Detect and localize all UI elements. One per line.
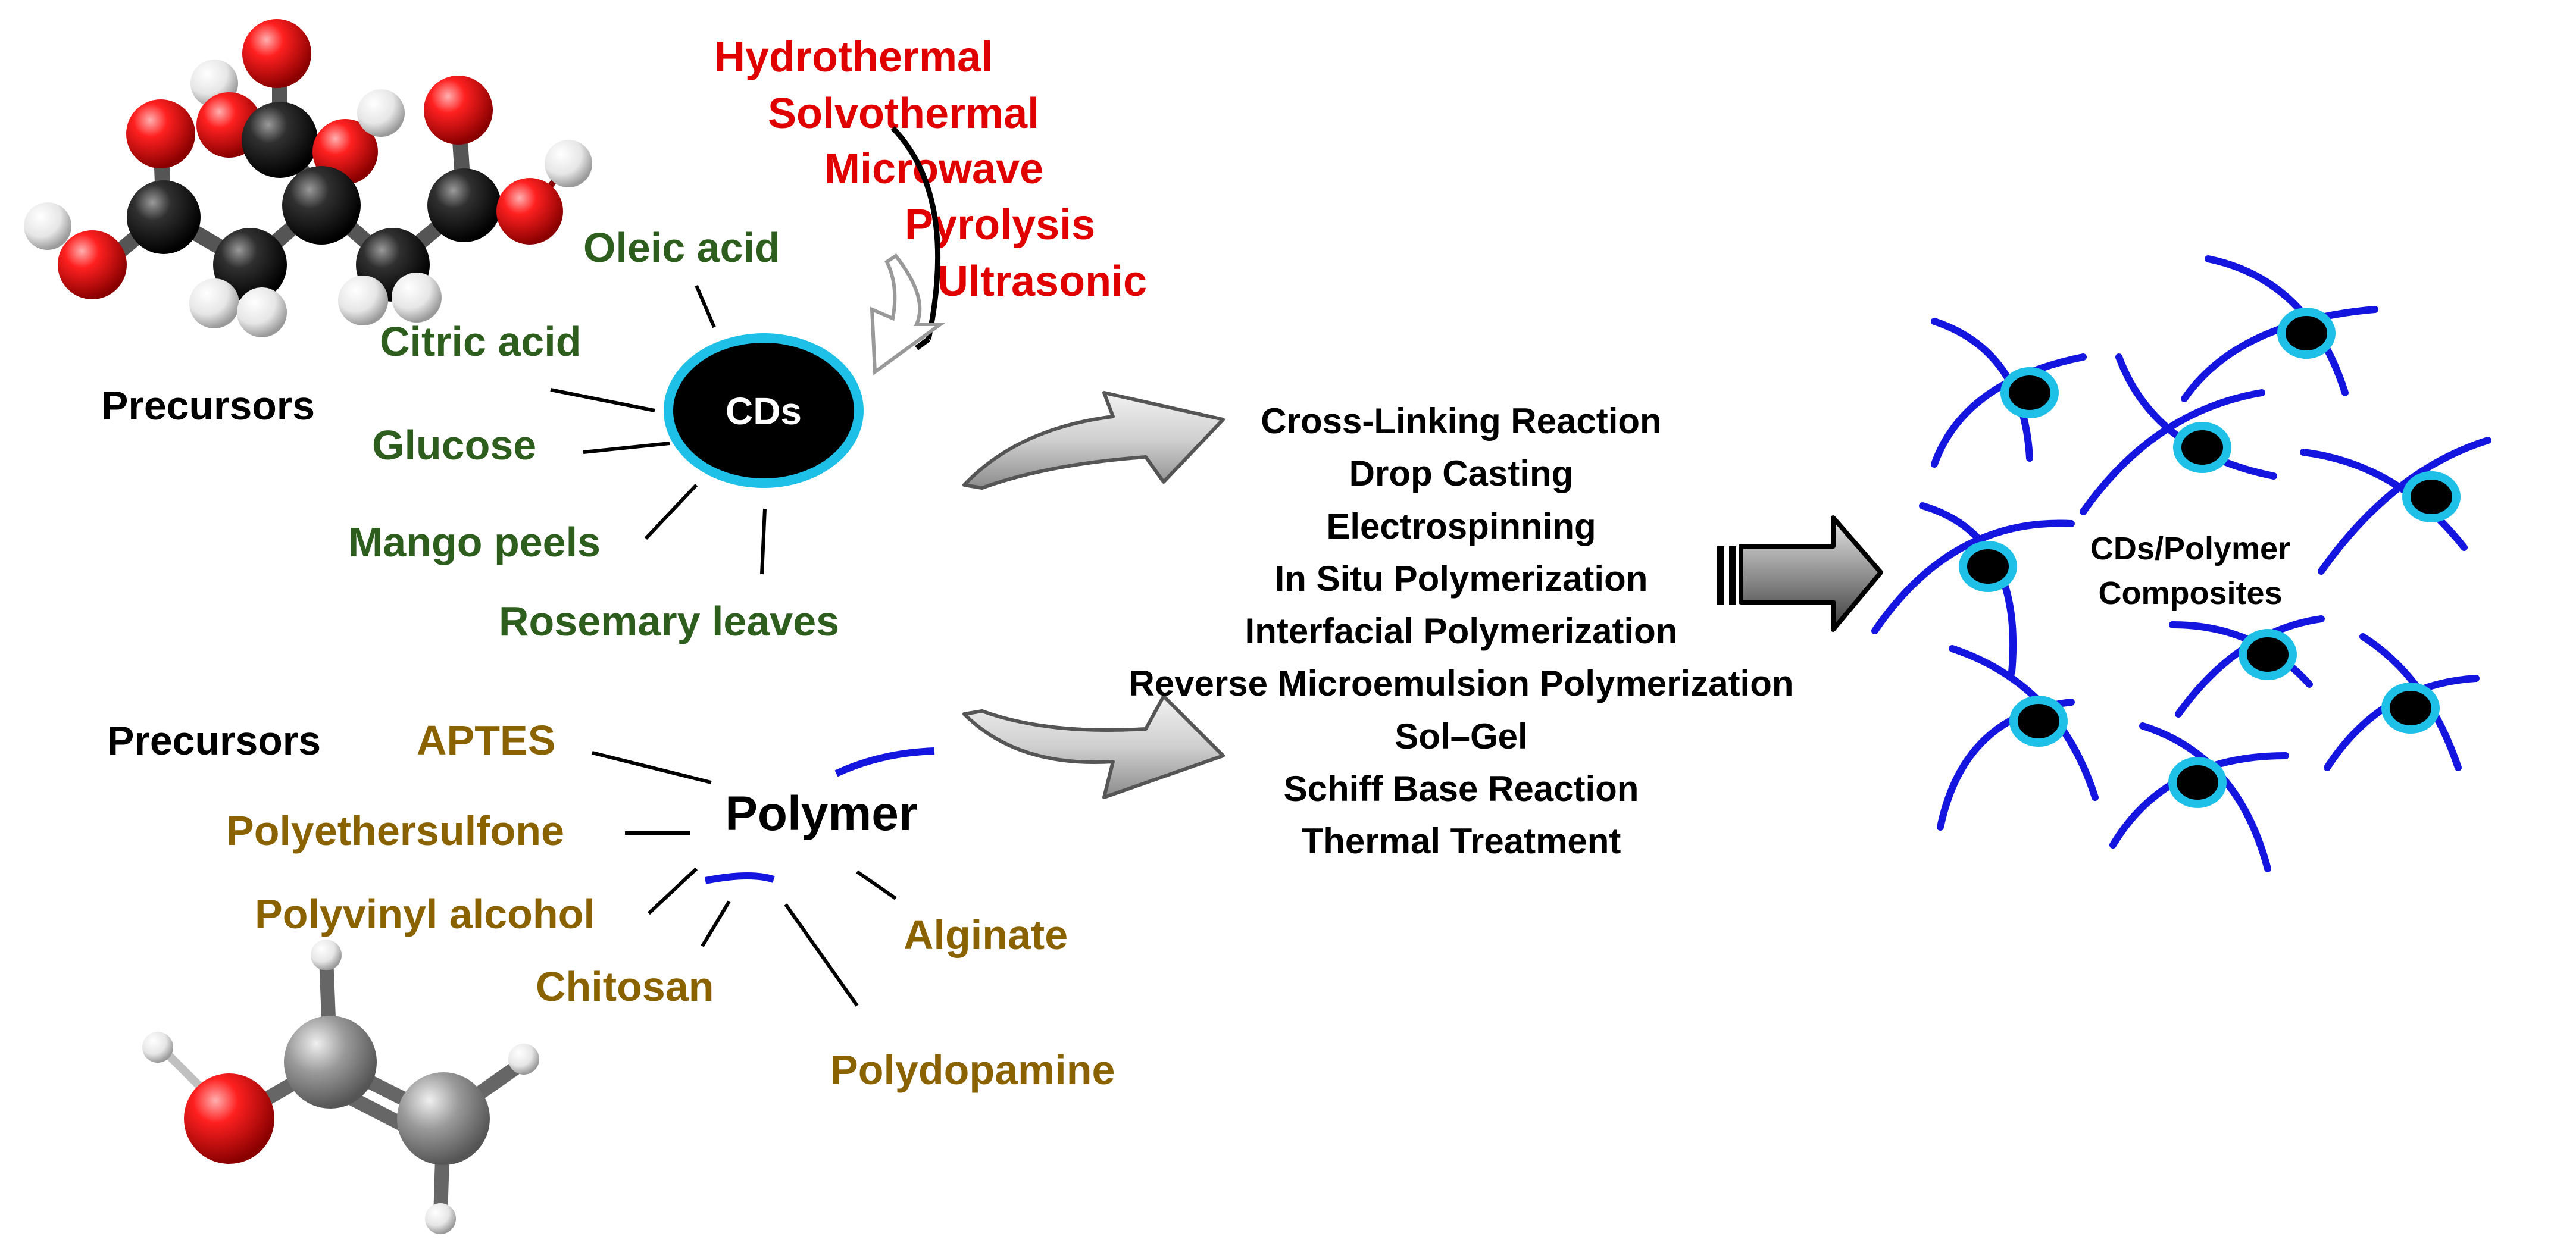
block-arrow-icon bbox=[1717, 515, 1883, 632]
polymer-precursors-heading: Precursors bbox=[107, 718, 321, 763]
composite-network bbox=[1871, 255, 2491, 872]
cds-spokes bbox=[550, 284, 767, 575]
fabrication-method: Electrospinning bbox=[1326, 506, 1596, 546]
cds-precursor: Citric acid bbox=[380, 318, 581, 365]
curved-arrow-bottom-icon bbox=[962, 694, 1225, 799]
polymer-precursor: Polyethersulfone bbox=[226, 807, 564, 854]
cds-precursors-heading: Precursors bbox=[101, 383, 315, 428]
polymer-node-label: Polymer bbox=[725, 787, 918, 841]
synthesis-method: Ultrasonic bbox=[937, 258, 1147, 305]
fabrication-method: Cross-Linking Reaction bbox=[1261, 401, 1661, 441]
fabrication-method: Interfacial Polymerization bbox=[1245, 611, 1678, 651]
cds-node-label: CDs bbox=[726, 390, 802, 433]
fabrication-method: Schiff Base Reaction bbox=[1284, 769, 1639, 809]
fabrication-methods: Cross-Linking Reaction Drop Casting Elec… bbox=[1128, 401, 1793, 861]
polymer-precursor: Alginate bbox=[904, 912, 1068, 958]
polymer-node: Polymer bbox=[704, 747, 935, 884]
vinyl-alcohol-molecule-icon bbox=[142, 940, 539, 1234]
synthesis-methods: Hydrothermal Solvothermal Microwave Pyro… bbox=[714, 33, 1147, 305]
polymer-spokes bbox=[592, 751, 897, 1007]
curved-arrow-top-icon bbox=[962, 391, 1225, 490]
cds-precursor-list: Oleic acid Citric acid Glucose Mango pee… bbox=[348, 224, 839, 644]
synthesis-method: Solvothermal bbox=[768, 90, 1039, 137]
polymer-precursor: Chitosan bbox=[536, 963, 714, 1010]
synthesis-method: Hydrothermal bbox=[714, 33, 993, 81]
polymer-precursor: APTES bbox=[417, 717, 555, 763]
fabrication-method: Thermal Treatment bbox=[1302, 821, 1621, 861]
composite-label-line2: Composites bbox=[2098, 575, 2282, 611]
synthesis-arrow-icon bbox=[870, 126, 946, 375]
cds-precursor: Oleic acid bbox=[583, 224, 780, 271]
fabrication-method: Reverse Microemulsion Polymerization bbox=[1128, 663, 1793, 703]
cds-precursor: Rosemary leaves bbox=[499, 598, 839, 644]
citric-acid-molecule-icon bbox=[24, 19, 592, 337]
polymer-precursor: Polyvinyl alcohol bbox=[255, 891, 595, 937]
synthesis-method: Microwave bbox=[824, 145, 1043, 193]
fabrication-method: Drop Casting bbox=[1349, 453, 1574, 493]
polymer-precursor-list: APTES Polyethersulfone Polyvinyl alcohol… bbox=[226, 717, 1115, 1093]
cds-precursor: Mango peels bbox=[348, 519, 601, 565]
cds-precursor: Glucose bbox=[372, 422, 536, 468]
fabrication-method: In Situ Polymerization bbox=[1275, 559, 1648, 599]
fabrication-method: Sol–Gel bbox=[1395, 716, 1527, 756]
cds-node: CDs bbox=[664, 333, 864, 488]
polymer-precursor: Polydopamine bbox=[830, 1047, 1115, 1093]
composite-label-line1: CDs/Polymer bbox=[2090, 531, 2290, 566]
composite-cds-dots bbox=[1959, 308, 2461, 808]
